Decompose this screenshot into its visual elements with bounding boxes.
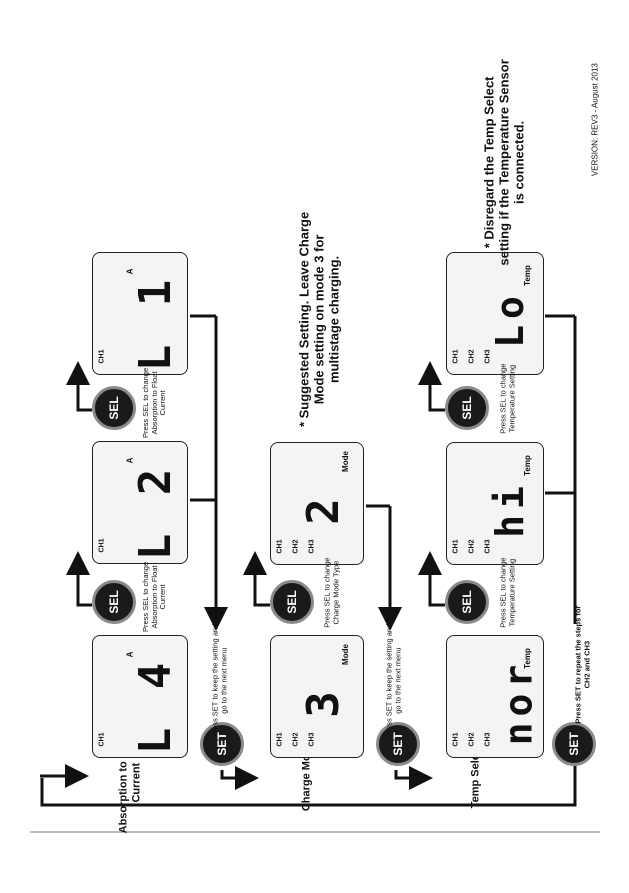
channel-label: CH1 bbox=[98, 538, 106, 553]
version-label: VERSION: REV3 - August 2013 bbox=[590, 63, 600, 177]
display-unit: A bbox=[125, 268, 135, 275]
display-unit: Temp bbox=[522, 648, 532, 669]
sel-button-label: SEL bbox=[107, 590, 121, 614]
set-instruction: Press SET to repeat the steps for CH2 an… bbox=[573, 605, 591, 724]
sel-button[interactable]: SEL bbox=[92, 386, 136, 430]
channel-label: CH2 bbox=[292, 732, 300, 747]
display-value: 2 bbox=[297, 492, 349, 525]
display-value: hi bbox=[487, 480, 532, 538]
channel-label: CH2 bbox=[468, 732, 476, 747]
sel-button[interactable]: SEL bbox=[270, 580, 314, 624]
sel-button-label: SEL bbox=[107, 396, 121, 420]
set-button[interactable]: SET bbox=[376, 722, 420, 766]
display-unit: Mode bbox=[340, 644, 350, 665]
channel-label: CH1 bbox=[452, 539, 460, 554]
sel-button[interactable]: SEL bbox=[92, 580, 136, 624]
display-value: L 2 bbox=[130, 462, 182, 561]
suggested-setting-note: * Suggested Setting. Leave Charge Mode s… bbox=[296, 211, 342, 428]
channel-label: CH3 bbox=[308, 539, 316, 554]
channel-label: CH3 bbox=[484, 539, 492, 554]
display-unit: Temp bbox=[522, 455, 532, 476]
sel-instruction: Press SEL to change Absorption to Float … bbox=[141, 367, 168, 439]
channel-label: CH1 bbox=[276, 732, 284, 747]
display-unit: Temp bbox=[522, 265, 532, 286]
channel-label: CH1 bbox=[98, 349, 106, 364]
lcd-display-nor: CH1 CH2 CH3 nor Temp bbox=[446, 635, 544, 758]
channel-label: CH1 bbox=[452, 732, 460, 747]
set-instruction: Press SET to keep the setting and go to … bbox=[210, 623, 228, 738]
channel-label: CH2 bbox=[292, 539, 300, 554]
channel-label: CH1 bbox=[276, 539, 284, 554]
display-value: L 1 bbox=[130, 273, 182, 372]
lcd-display-l4: CH1 L 4 A bbox=[92, 635, 188, 758]
display-unit: A bbox=[125, 457, 135, 464]
channel-label: CH3 bbox=[484, 349, 492, 364]
lcd-display-mode3: CH1 CH2 CH3 3 Mode bbox=[270, 635, 364, 758]
sel-button[interactable]: SEL bbox=[445, 386, 489, 430]
set-button-label: SET bbox=[567, 732, 581, 756]
display-value: L 4 bbox=[130, 656, 182, 755]
sel-button-label: SEL bbox=[285, 590, 299, 614]
channel-label: CH2 bbox=[468, 349, 476, 364]
lcd-display-l2: CH1 L 2 A bbox=[92, 441, 188, 564]
sel-button-label: SEL bbox=[460, 396, 474, 420]
channel-label: CH1 bbox=[452, 349, 460, 364]
channel-label: CH3 bbox=[484, 732, 492, 747]
set-instruction: Press SET to keep the setting and go to … bbox=[384, 623, 402, 738]
sel-instruction: Press SEL to change Temperature Setting bbox=[498, 363, 516, 434]
channel-label: CH1 bbox=[98, 732, 106, 747]
lcd-display-lo: CH1 CH2 CH3 Lo Temp bbox=[446, 252, 544, 375]
display-unit: A bbox=[125, 651, 135, 658]
sel-button[interactable]: SEL bbox=[445, 580, 489, 624]
lcd-display-hi: CH1 CH2 CH3 hi Temp bbox=[446, 442, 544, 565]
channel-label: CH3 bbox=[308, 732, 316, 747]
display-value: 3 bbox=[297, 685, 349, 718]
lcd-display-mode2: CH1 CH2 CH3 2 Mode bbox=[270, 442, 364, 565]
display-unit: Mode bbox=[340, 451, 350, 472]
set-button[interactable]: SET bbox=[200, 722, 244, 766]
sel-instruction: Press SEL to change Charge Mode Type bbox=[322, 557, 340, 628]
lcd-display-l1: CH1 L 1 A bbox=[92, 252, 188, 375]
sel-button-label: SEL bbox=[460, 590, 474, 614]
disregard-note: * Disregard the Temp Select setting if t… bbox=[481, 59, 527, 266]
display-value: nor bbox=[496, 658, 541, 746]
display-value: Lo bbox=[487, 290, 532, 348]
set-button[interactable]: SET bbox=[552, 722, 596, 766]
channel-label: CH2 bbox=[468, 539, 476, 554]
sel-instruction: Press SEL to change Temperature Setting bbox=[498, 557, 516, 628]
sel-instruction: Press SEL to change Absorption to Float … bbox=[141, 561, 168, 633]
